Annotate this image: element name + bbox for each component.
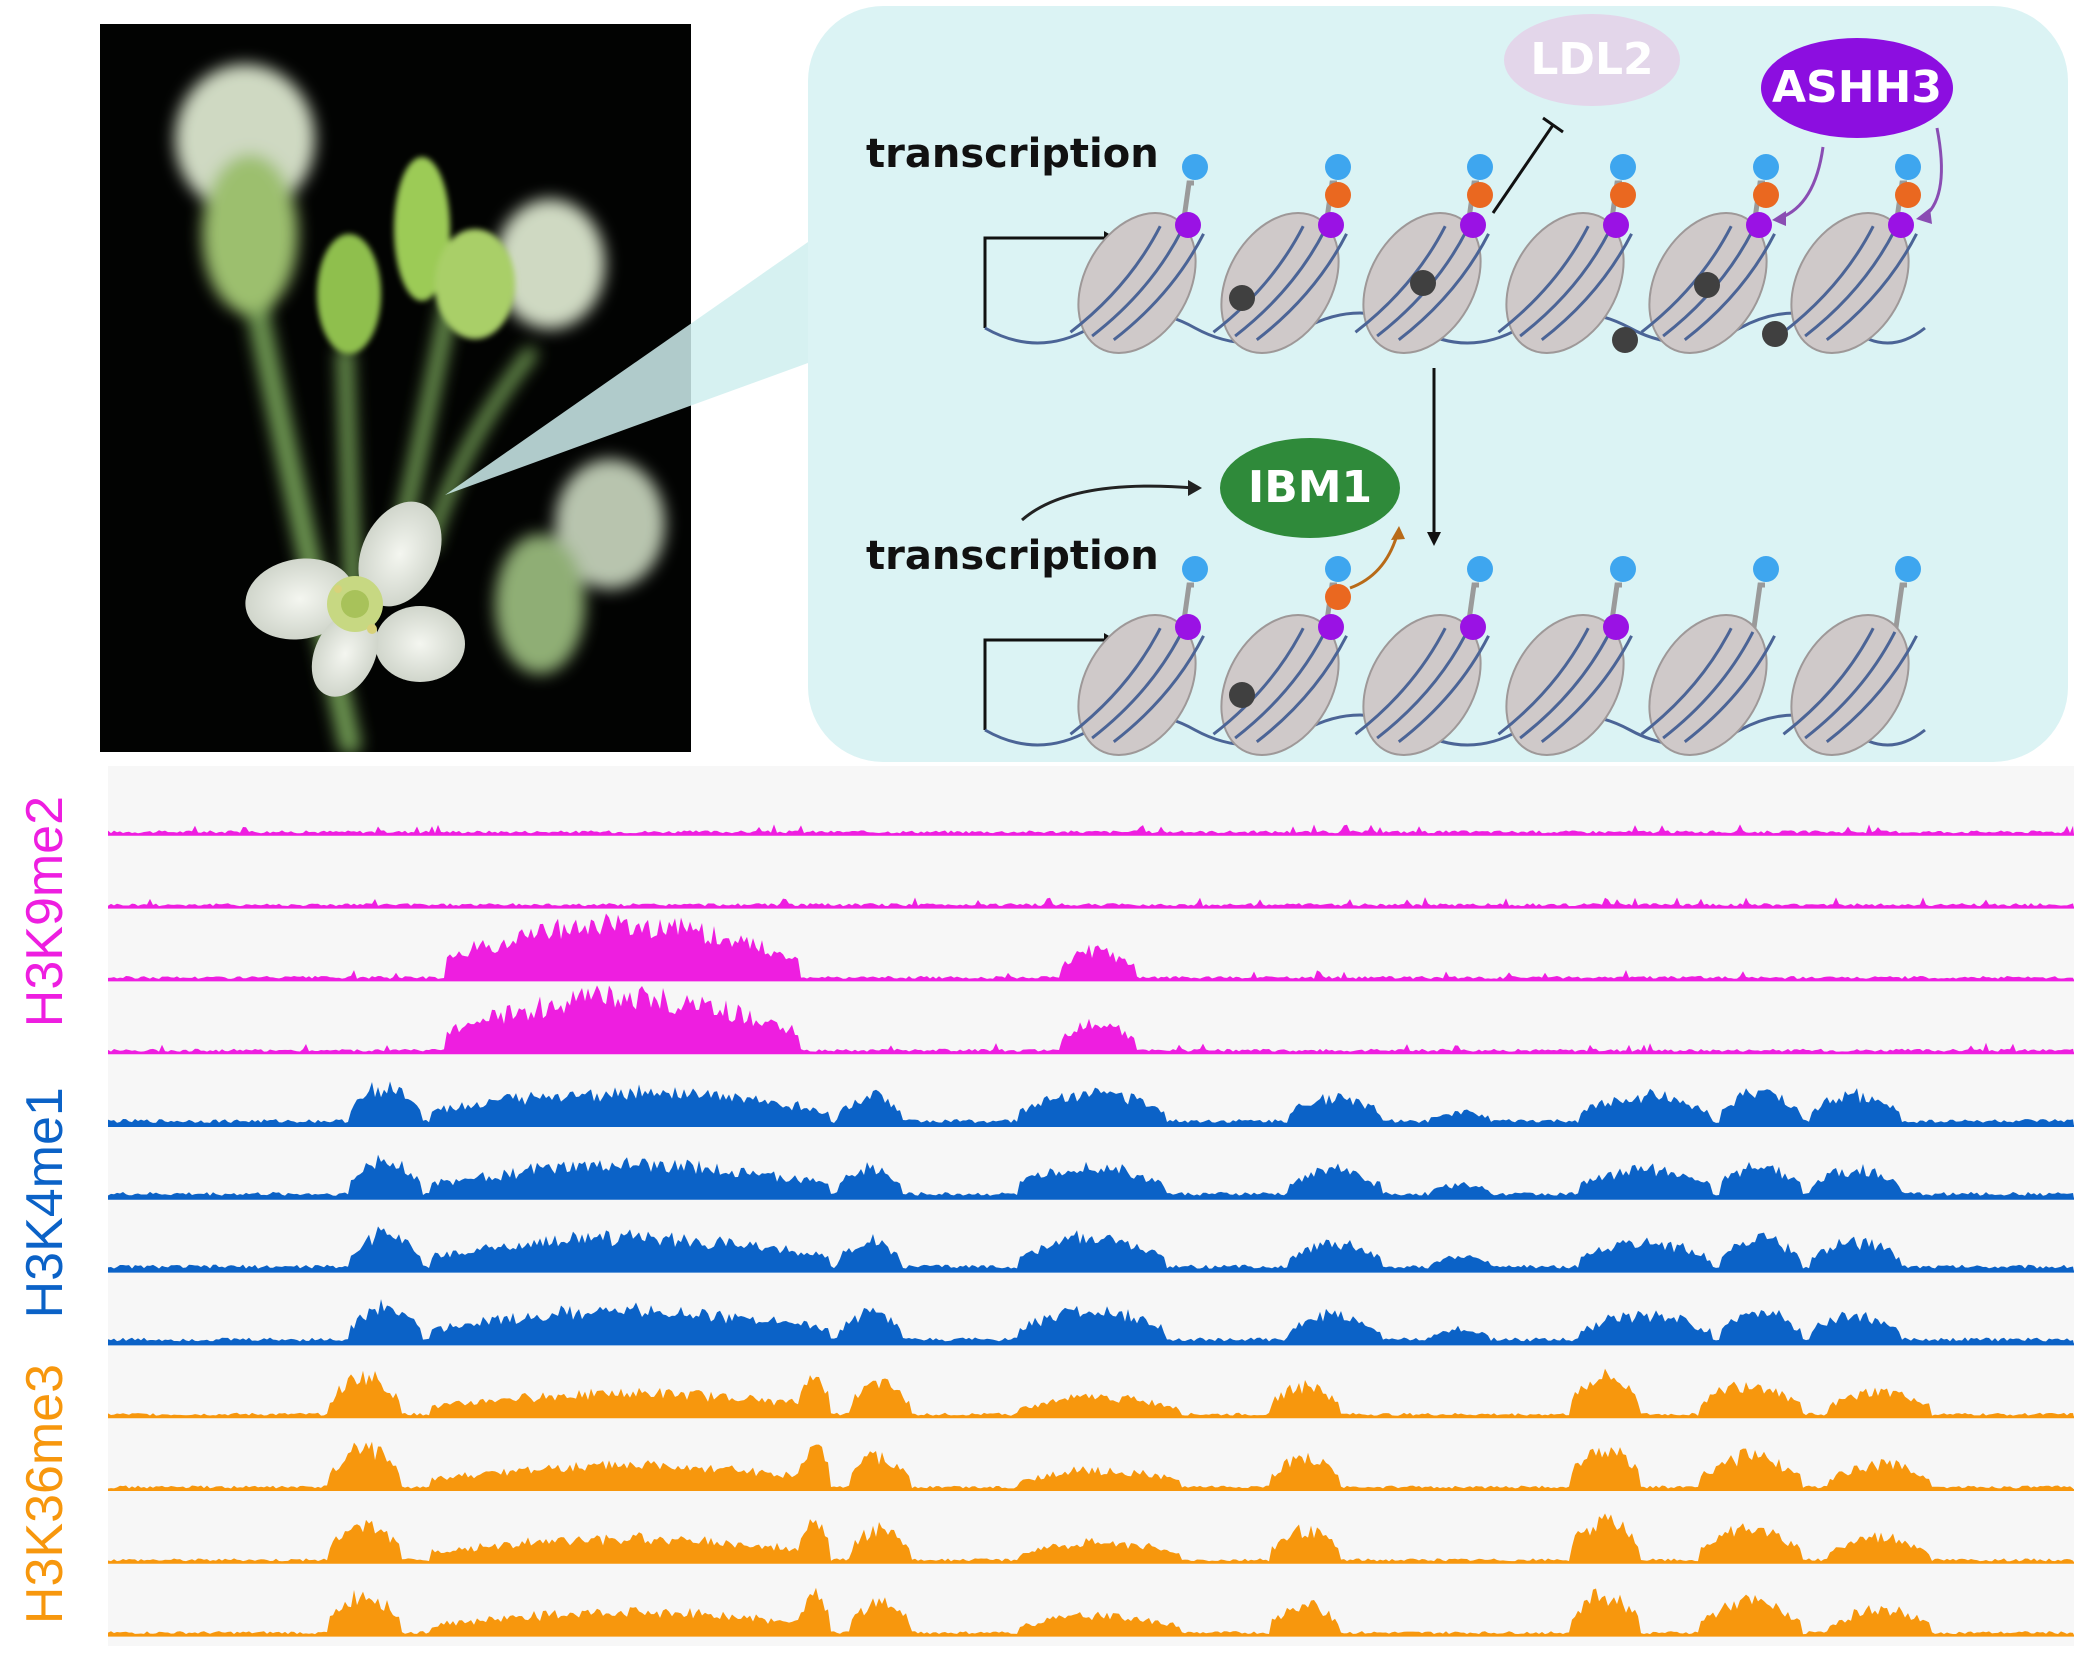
methyl-blue-dot xyxy=(1610,556,1636,582)
dna-methyl-dot xyxy=(1229,285,1255,311)
nucleosome xyxy=(1354,556,1493,756)
nucleosome xyxy=(1782,556,1921,756)
methyl-orange-dot xyxy=(1753,182,1779,208)
methyl-blue-dot xyxy=(1325,154,1351,180)
methyl-blue-dot xyxy=(1467,154,1493,180)
methyl-orange-dot xyxy=(1325,182,1351,208)
dna-methyl-dot xyxy=(1612,327,1638,353)
track-group-label: H3K4me1 xyxy=(16,1087,74,1318)
ibm1-label: IBM1 xyxy=(1248,462,1372,513)
methyl-blue-dot xyxy=(1182,556,1208,582)
signal-track xyxy=(108,1368,2074,1418)
nucleosome xyxy=(1497,154,1636,354)
transcription-label-top: transcription xyxy=(866,131,1159,177)
signal-track xyxy=(108,824,2074,835)
nucleosome xyxy=(1212,556,1351,756)
signal-track xyxy=(108,1226,2074,1272)
ibm1-demethylation-arrow xyxy=(1349,526,1405,590)
ldl2-enzyme: LDL2 xyxy=(1504,14,1680,106)
nucleosome xyxy=(1212,154,1351,354)
tracks-background xyxy=(108,766,2074,1646)
track-group-label: H3K9me2 xyxy=(16,796,74,1027)
methyl-orange-dot xyxy=(1895,182,1921,208)
signal-track xyxy=(108,985,2074,1054)
methyl-purple-dot xyxy=(1318,212,1344,238)
dna-methyl-dot xyxy=(1229,682,1255,708)
ldl2-label: LDL2 xyxy=(1530,34,1653,85)
methyl-blue-dot xyxy=(1895,556,1921,582)
methyl-purple-dot xyxy=(1888,212,1914,238)
methyl-purple-dot xyxy=(1460,212,1486,238)
chromatin-diagram: transcription transcription LDL2 ASHH3 I… xyxy=(445,6,2068,762)
methyl-purple-dot xyxy=(1603,614,1629,640)
signal-track xyxy=(108,1299,2074,1345)
dna-methyl-dot xyxy=(1762,321,1788,347)
methyl-blue-dot xyxy=(1895,154,1921,180)
transition-arrow xyxy=(1427,368,1441,546)
methyl-blue-dot xyxy=(1467,556,1493,582)
signal-track xyxy=(108,1081,2074,1126)
signal-track xyxy=(108,1587,2074,1636)
methyl-orange-dot xyxy=(1325,584,1351,610)
methyl-orange-dot xyxy=(1467,182,1493,208)
nucleosome xyxy=(1069,556,1208,756)
methyl-blue-dot xyxy=(1753,154,1779,180)
signal-track xyxy=(108,1441,2074,1490)
ldl2-inhibition-arrow xyxy=(1491,116,1564,214)
dna-methyl-dot xyxy=(1410,270,1436,296)
methyl-purple-dot xyxy=(1318,614,1344,640)
methyl-orange-dot xyxy=(1610,182,1636,208)
methyl-purple-dot xyxy=(1746,212,1772,238)
methyl-purple-dot xyxy=(1603,212,1629,238)
methyl-purple-dot xyxy=(1460,614,1486,640)
transcription-label-bottom: transcription xyxy=(866,533,1159,579)
signal-track xyxy=(108,913,2074,981)
methyl-blue-dot xyxy=(1325,556,1351,582)
flower-photo xyxy=(100,24,691,752)
nucleosome xyxy=(1782,154,1921,354)
nucleosome xyxy=(1497,556,1636,756)
signal-track xyxy=(108,1513,2074,1563)
ashh3-label: ASHH3 xyxy=(1772,62,1942,113)
bottom-chromatin-row xyxy=(983,556,1926,756)
methyl-purple-dot xyxy=(1175,212,1201,238)
ibm1-input-arrow xyxy=(1021,480,1202,522)
zoom-wedge xyxy=(445,242,808,495)
signal-track xyxy=(108,1154,2074,1199)
signal-track xyxy=(108,897,2074,908)
methyl-blue-dot xyxy=(1753,556,1779,582)
top-chromatin-row xyxy=(983,154,1926,354)
nucleosome xyxy=(1069,154,1208,354)
methyl-blue-dot xyxy=(1610,154,1636,180)
dna-methyl-dot xyxy=(1694,272,1720,298)
ibm1-enzyme: IBM1 xyxy=(1220,438,1400,538)
track-group-label: H3K36me3 xyxy=(16,1364,74,1624)
ashh3-enzyme: ASHH3 xyxy=(1761,38,1953,138)
nucleosome xyxy=(1640,556,1779,756)
methyl-blue-dot xyxy=(1182,154,1208,180)
methyl-purple-dot xyxy=(1175,614,1201,640)
